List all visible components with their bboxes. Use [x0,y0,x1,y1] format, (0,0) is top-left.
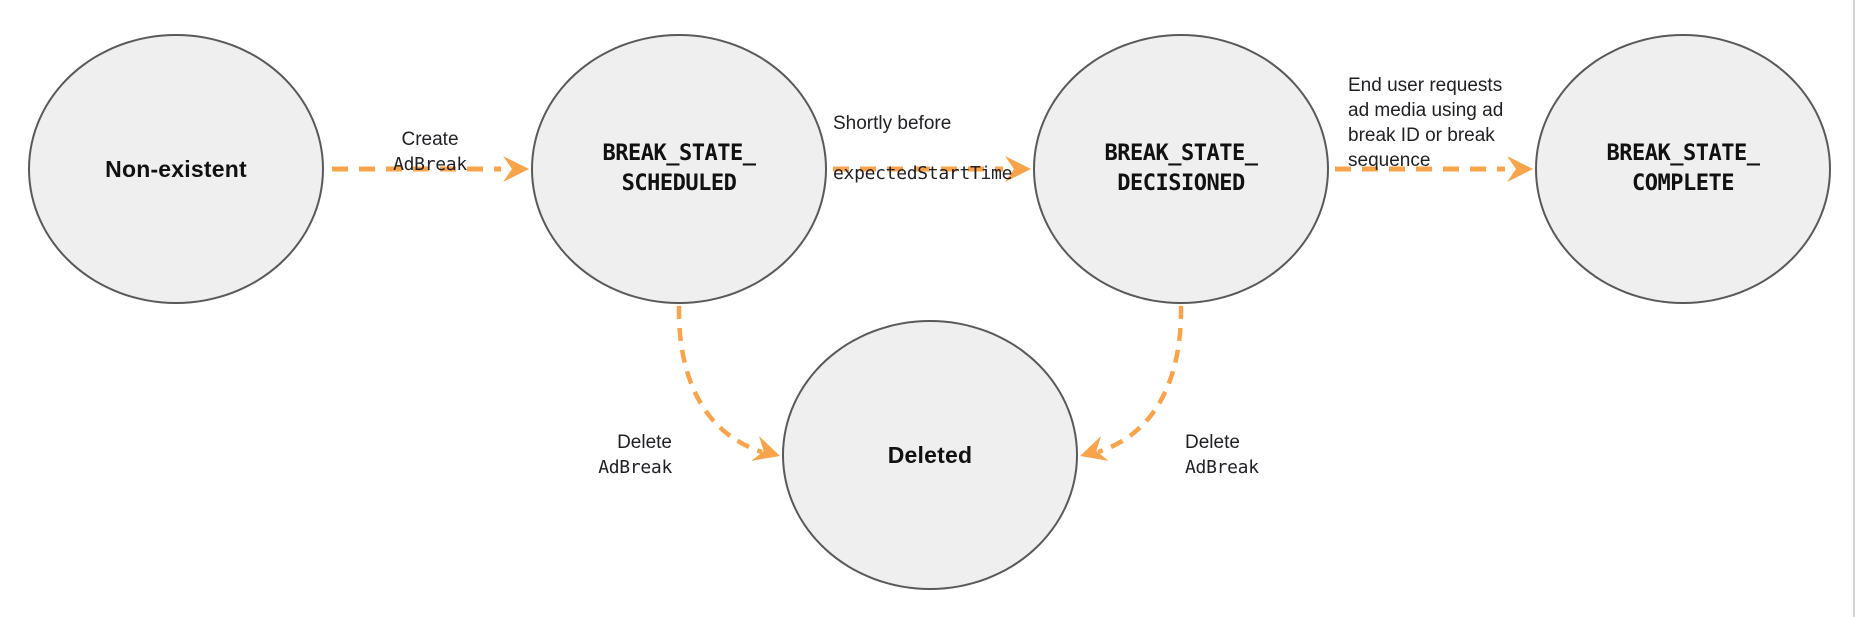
label-text: Delete [1185,432,1240,453]
label-code: AdBreak [598,457,672,478]
arrow-scheduled-to-decisioned [833,156,1031,182]
arrow-scheduled-to-deleted [676,305,780,461]
state-label: BREAK_STATE_ SCHEDULED [602,141,756,196]
arrowhead-down-left-icon [1080,435,1109,461]
transition-label-create-adbreak: Create AdBreak [340,102,520,177]
state-label: Non-existent [105,155,247,182]
arrow-nonexistent-to-scheduled [332,156,529,182]
arrowhead-right-icon [1005,156,1031,182]
state-label: Deleted [887,441,973,468]
state-label: BREAK_STATE_ COMPLETE [1606,141,1760,196]
arrow-decisioned-to-deleted [1080,305,1184,461]
arrowhead-right-icon [1507,156,1533,182]
transition-label-delete-adbreak-right: Delete AdBreak [1185,405,1360,480]
label-code: AdBreak [393,154,467,175]
transition-label-delete-adbreak-left: Delete AdBreak [497,405,672,480]
transition-label-end-user-requests: End user requests ad media using ad brea… [1348,48,1503,173]
arrowhead-down-right-icon [751,435,780,461]
label-code: AdBreak [1185,457,1259,478]
page-right-border [1853,0,1855,617]
transition-label-shortly-before: Shortly before expectedStartTime [833,86,1012,211]
state-node-break-state-scheduled: BREAK_STATE_ SCHEDULED [531,34,827,304]
state-node-break-state-decisioned: BREAK_STATE_ DECISIONED [1033,34,1329,304]
label-text: End user requests ad media using ad brea… [1348,75,1504,171]
label-code: expectedStartTime [833,163,1013,184]
arrowhead-right-icon [503,156,529,182]
state-node-non-existent: Non-existent [28,34,324,304]
state-node-deleted: Deleted [782,320,1078,590]
state-label: BREAK_STATE_ DECISIONED [1104,141,1258,196]
label-text: Create [401,129,459,150]
state-node-break-state-complete: BREAK_STATE_ COMPLETE [1535,34,1831,304]
arrow-decisioned-to-complete [1335,156,1533,182]
label-text: Delete [617,432,672,453]
label-text: Shortly before [833,113,952,134]
